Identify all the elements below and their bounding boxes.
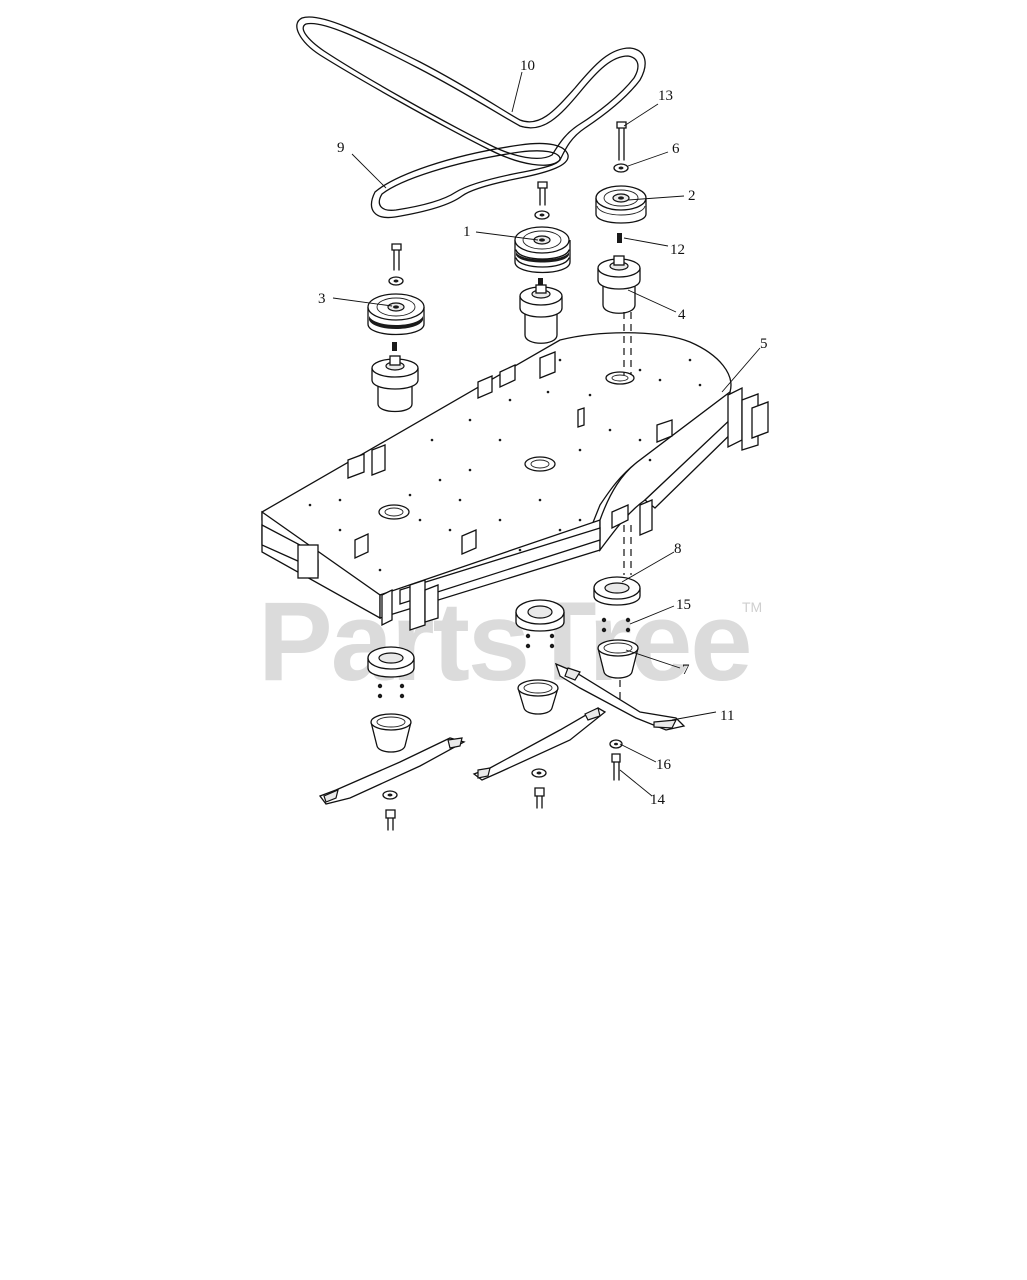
key-12 [617,233,622,243]
blade-11 [554,662,686,731]
cup-7 [597,639,639,679]
leader-lines [332,71,761,797]
callout-6: 6 [672,141,680,157]
blade-center [472,707,607,781]
callout-3: 3 [318,291,326,307]
callout-4: 4 [678,307,686,323]
belt-9 [370,142,569,219]
spindle-4 [597,255,641,314]
callout-labels: 10 9 13 6 2 1 12 3 4 5 8 15 7 11 16 14 [318,58,768,808]
watermark-trademark: TM [742,599,762,615]
spindle-left [371,342,419,413]
assembly-centerline [619,312,632,700]
bearing-housing-8 [593,576,641,606]
bolt-14 [611,753,621,781]
nuts-15 [601,617,631,633]
bearing-housing-left [367,646,415,753]
pulley-2 [595,185,647,224]
callout-2: 2 [688,188,696,204]
bolt-pulley-3 [388,243,404,286]
bolt-center-blade [531,768,547,809]
bolt-pulley-1 [534,181,550,220]
spindle-center [519,278,563,344]
pulley-1 [514,226,571,274]
callout-10: 10 [520,58,535,74]
callout-11: 11 [720,708,734,724]
callout-13: 13 [658,88,673,104]
callout-9: 9 [337,140,345,156]
watermark: PartsTree TM [258,579,762,704]
mower-deck-5 [261,332,769,631]
callout-7: 7 [682,662,690,678]
callout-5: 5 [760,336,768,352]
bearing-housing-center [515,599,565,715]
washer-6 [613,163,629,173]
callout-8: 8 [674,541,682,557]
watermark-text: PartsTree [258,579,751,704]
callout-1: 1 [463,224,471,240]
blade-left [318,737,466,805]
washer-16 [609,739,623,749]
bolt-left-blade [382,790,398,831]
callout-15: 15 [676,597,691,613]
belt-10 [296,16,646,166]
callout-12: 12 [670,242,685,258]
callout-14: 14 [650,792,666,808]
bolt-13 [616,121,627,161]
callout-16: 16 [656,757,672,773]
pulley-3 [367,293,425,336]
